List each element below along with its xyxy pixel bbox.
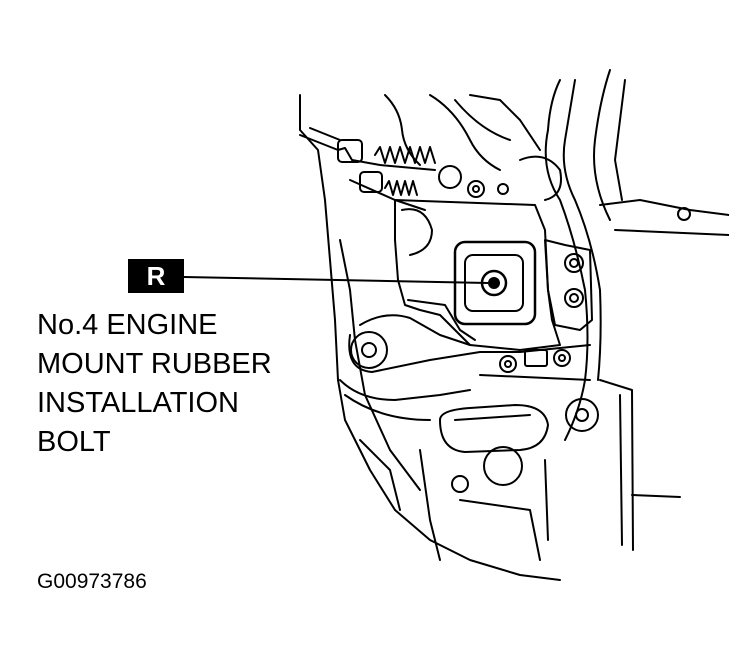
side-bracket: [544, 239, 593, 331]
reuse-callout-badge: R: [128, 259, 184, 293]
part-label-line-3: INSTALLATION: [37, 387, 239, 419]
spring-lower: [384, 180, 418, 196]
body-panel: [599, 199, 729, 216]
cable-rod: [299, 134, 436, 171]
leader-line: [183, 276, 489, 284]
cable-fitting: [337, 139, 363, 163]
part-label-line-2: MOUNT RUBBER: [37, 348, 272, 380]
bolt-lower-right: [564, 288, 584, 308]
callout-symbol: R: [146, 260, 166, 291]
lower-arm: [348, 334, 591, 373]
ball-joint: [438, 165, 462, 189]
figure-id: G00973786: [37, 570, 147, 593]
spring-upper: [374, 146, 436, 164]
engine-body-outline: [299, 94, 561, 581]
lower-pulley: [483, 446, 523, 486]
bolt-upper-right: [564, 253, 584, 273]
wire-harness: [544, 79, 589, 441]
hose-loop: [439, 404, 549, 453]
arm-bushing: [350, 331, 388, 369]
part-label-line-1: No.4 ENGINE: [37, 309, 218, 341]
part-label-line-4: BOLT: [37, 426, 111, 458]
part-label: No.4 ENGINE MOUNT RUBBER INSTALLATION BO…: [37, 306, 317, 462]
